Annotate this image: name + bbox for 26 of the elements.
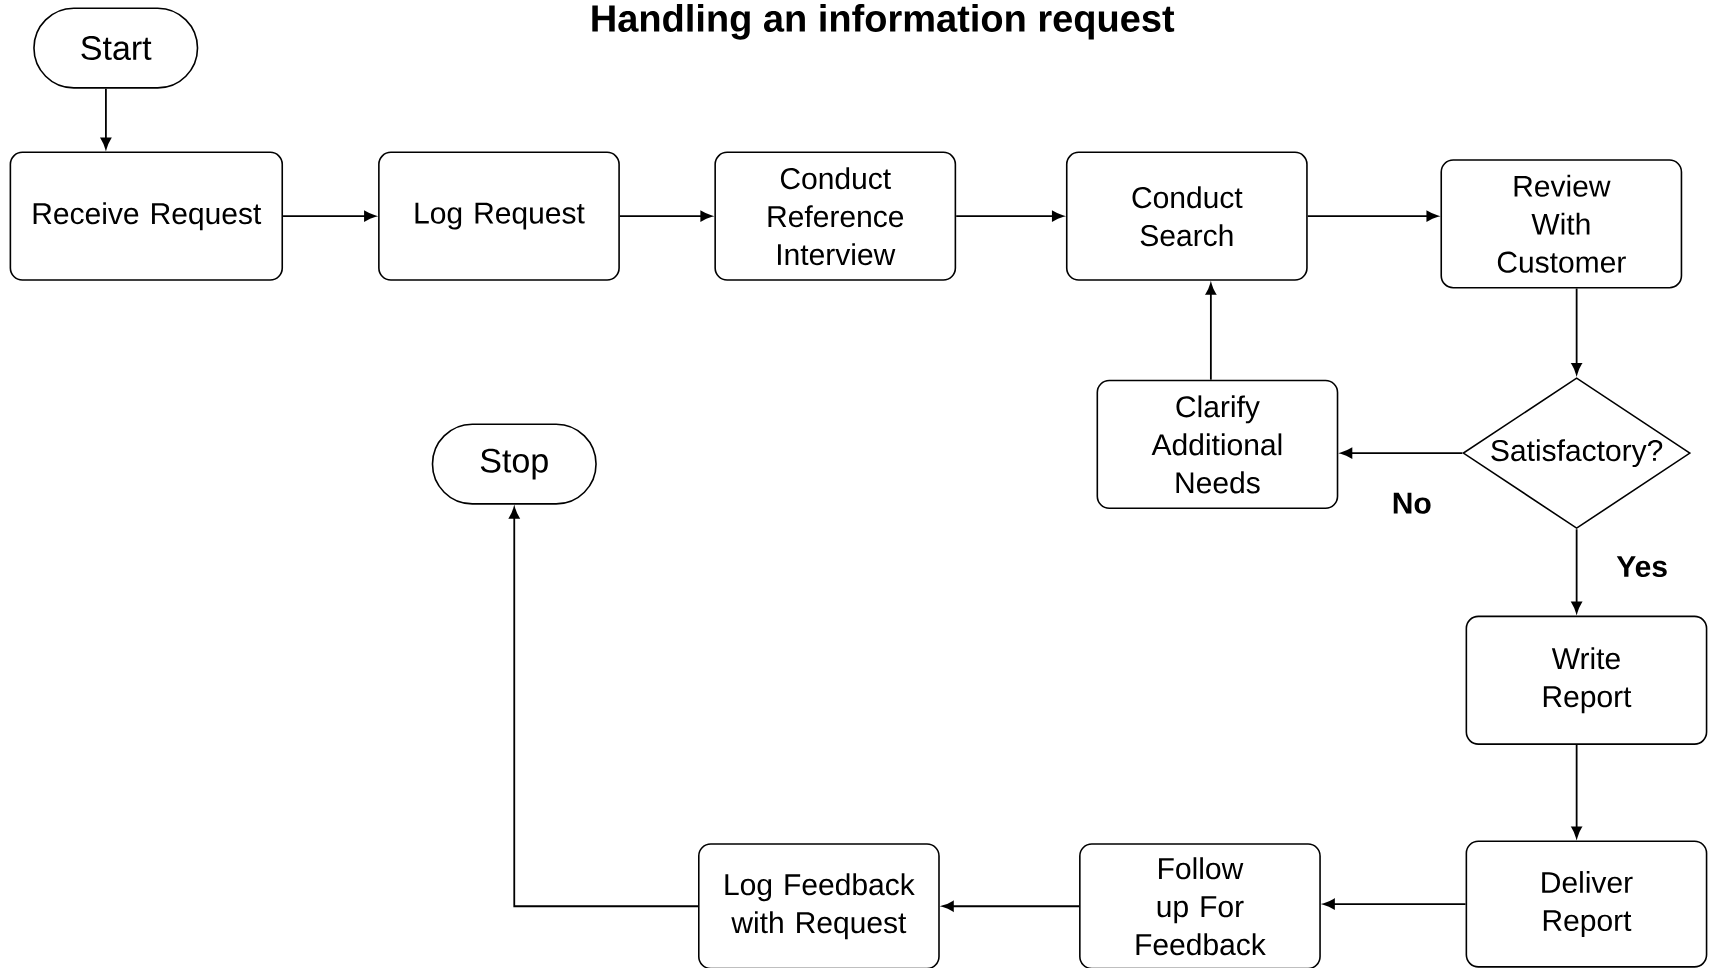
- process-box: Write Report: [1465, 615, 1708, 745]
- arrow: [955, 210, 1064, 222]
- process-box: Deliver Report: [1465, 840, 1708, 968]
- arrow: [942, 900, 1080, 912]
- arrow: [282, 210, 376, 222]
- process-box: Log Request: [378, 151, 620, 281]
- arrow: [509, 506, 699, 907]
- arrow: [619, 210, 712, 222]
- arrow: [1571, 528, 1582, 613]
- process-box: Conduct Reference Interview: [714, 151, 957, 281]
- title: Handling an information request: [592, 3, 1175, 40]
- arrow: [1323, 898, 1467, 910]
- arrow: [100, 87, 112, 149]
- arrow: [1571, 287, 1582, 375]
- process-box: Follow up For Feedback: [1079, 843, 1321, 968]
- process-box: Conduct Search: [1065, 151, 1308, 281]
- edge-label: Yes: [1616, 556, 1667, 577]
- process-box: Clarify Additional Needs: [1096, 379, 1339, 509]
- process-box: Receive Request: [9, 151, 284, 281]
- process-box: Log Feedback with Request: [698, 843, 940, 968]
- arrow: [1306, 210, 1439, 222]
- arrow: [1205, 283, 1217, 381]
- process-box: Review With Customer: [1440, 158, 1683, 289]
- arrow: [1340, 447, 1464, 459]
- edge-label: No: [1393, 492, 1431, 514]
- arrow: [1571, 743, 1582, 838]
